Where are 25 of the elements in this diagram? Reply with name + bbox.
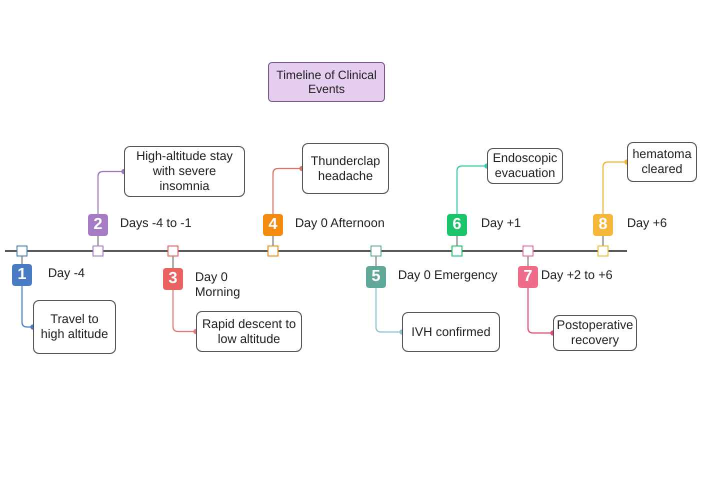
- number-badge: 3: [163, 268, 183, 290]
- event-box: High-altitude stay with severe insomnia: [124, 146, 245, 197]
- number-badge: 1: [12, 264, 32, 286]
- date-label: Day -4: [48, 266, 86, 281]
- event-box: IVH confirmed: [402, 312, 500, 352]
- title-box: Timeline of Clinical Events: [268, 62, 385, 102]
- date-label: Day 0 Afternoon: [295, 216, 386, 231]
- date-label: Day 0 Morning: [195, 270, 242, 300]
- event-box: hematoma cleared: [627, 142, 697, 182]
- date-label: Day 0 Emergency: [398, 268, 498, 283]
- date-label: Days -4 to -1: [120, 216, 193, 231]
- number-badge: 5: [366, 266, 386, 288]
- event-box: Rapid descent to low altitude: [196, 311, 302, 352]
- number-badge: 4: [263, 214, 283, 236]
- number-badge: 8: [593, 214, 613, 236]
- date-label: Day +2 to +6: [541, 268, 614, 283]
- event-box: Endoscopic evacuation: [487, 148, 563, 184]
- event-box: Thunderclap headache: [302, 143, 389, 194]
- date-label: Day +1: [481, 216, 522, 231]
- number-badge: 7: [518, 266, 538, 288]
- event-box: Travel to high altitude: [33, 300, 116, 354]
- number-badge: 2: [88, 214, 108, 236]
- date-label: Day +6: [627, 216, 668, 231]
- event-box: Postoperative recovery: [553, 315, 637, 351]
- number-badge: 6: [447, 214, 467, 236]
